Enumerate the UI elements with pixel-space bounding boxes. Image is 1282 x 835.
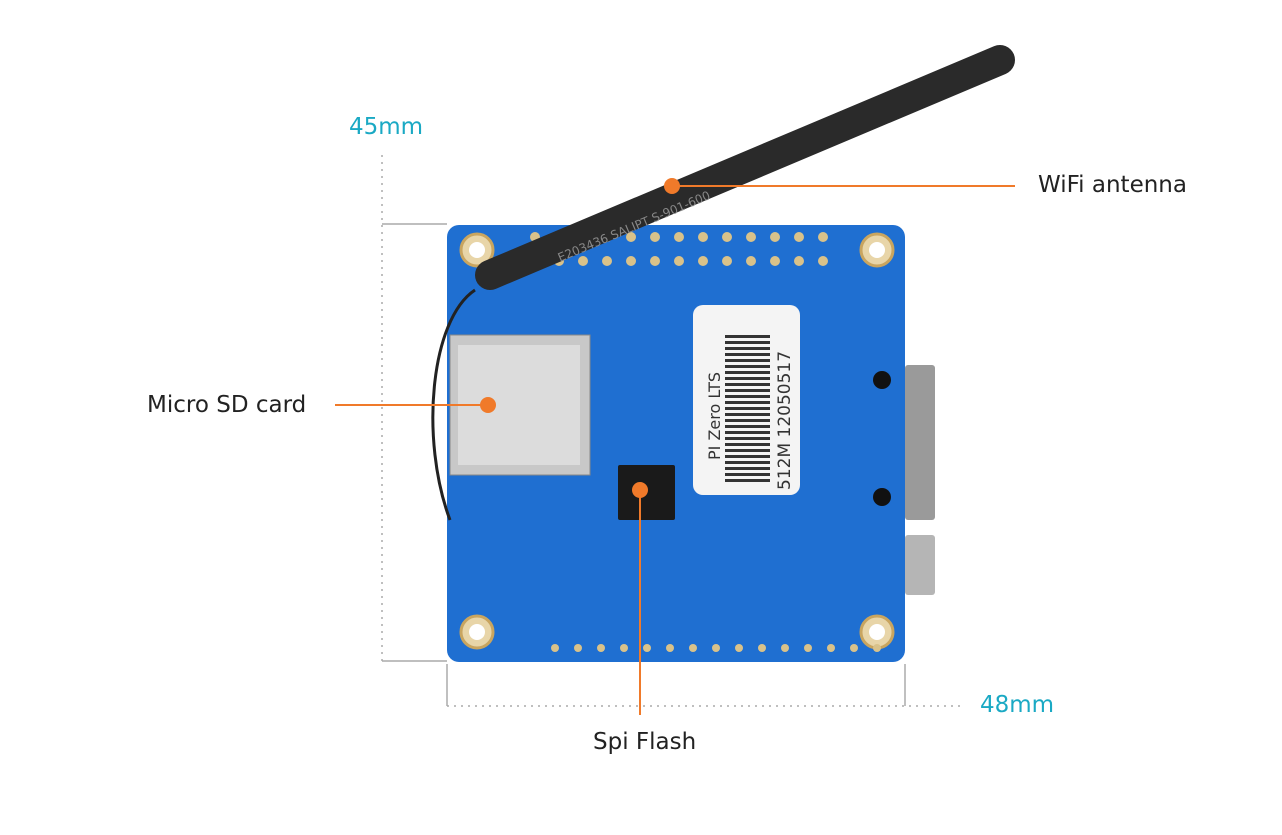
orange-pi-zero-board: PI Zero LTS 512M 12050517 [447, 225, 935, 662]
height-dimension-guide [381, 155, 447, 662]
header-pin [722, 256, 732, 266]
header-pin [722, 232, 732, 242]
width-dimension-guide [446, 664, 962, 707]
barcode-bar [725, 347, 770, 350]
header-pin [827, 644, 835, 652]
height-dimension-label: 45mm [349, 114, 424, 140]
barcode-bar [725, 479, 770, 482]
header-pin [818, 232, 828, 242]
barcode-bar [725, 437, 770, 440]
barcode-bar [725, 443, 770, 446]
header-pin [551, 644, 559, 652]
barcode-bar [725, 455, 770, 458]
header-pin [698, 256, 708, 266]
callout-wifi-antenna: WiFi antenna [1038, 172, 1187, 198]
micro-sd-dot [480, 397, 496, 413]
callout-spi-flash: Spi Flash [593, 729, 697, 755]
barcode-bar [725, 335, 770, 338]
header-pin [804, 644, 812, 652]
barcode-bar [725, 389, 770, 392]
header-pin [746, 256, 756, 266]
header-pin [746, 232, 756, 242]
header-pin [674, 256, 684, 266]
header-pin [602, 256, 612, 266]
header-pin [650, 232, 660, 242]
header-pin [794, 232, 804, 242]
header-pin [712, 644, 720, 652]
header-pin [578, 256, 588, 266]
barcode-bar [725, 353, 770, 356]
header-pin [666, 644, 674, 652]
header-pin [626, 256, 636, 266]
usb-port [905, 535, 935, 595]
barcode-bar [725, 341, 770, 344]
header-pin [689, 644, 697, 652]
barcode-bar [725, 425, 770, 428]
header-pin [818, 256, 828, 266]
ethernet-port [905, 365, 935, 520]
barcode-bar [725, 413, 770, 416]
barcode-bar [725, 467, 770, 470]
header-pin [620, 644, 628, 652]
header-pin [735, 644, 743, 652]
svg-text:512M 12050517: 512M 12050517 [775, 351, 795, 490]
svg-text:PI Zero LTS: PI Zero LTS [705, 372, 724, 460]
header-pin [650, 256, 660, 266]
spi-flash-dot [632, 482, 648, 498]
barcode-bar [725, 407, 770, 410]
header-pin [643, 644, 651, 652]
barcode-bar [725, 365, 770, 368]
barcode-sticker [693, 305, 800, 495]
barcode-bar [725, 473, 770, 476]
barcode-bar [725, 449, 770, 452]
barcode-bar [725, 401, 770, 404]
header-pin [781, 644, 789, 652]
header-pin [597, 644, 605, 652]
header-pin [698, 232, 708, 242]
header-pin [770, 232, 780, 242]
barcode-bar [725, 395, 770, 398]
header-pin [794, 256, 804, 266]
header-pin [574, 644, 582, 652]
wifi-antenna-dot [664, 178, 680, 194]
width-dimension-label: 48mm [980, 692, 1055, 718]
header-pin [626, 232, 636, 242]
barcode-bar [725, 383, 770, 386]
barcode-bar [725, 371, 770, 374]
header-pin [770, 256, 780, 266]
header-pin [873, 644, 881, 652]
header-pin [674, 232, 684, 242]
callout-micro-sd-card: Micro SD card [147, 392, 307, 418]
barcode-bar [725, 359, 770, 362]
barcode-bar [725, 419, 770, 422]
barcode-bar [725, 377, 770, 380]
barcode-bar [725, 431, 770, 434]
barcode-bar [725, 461, 770, 464]
header-pin [850, 644, 858, 652]
header-pin [758, 644, 766, 652]
